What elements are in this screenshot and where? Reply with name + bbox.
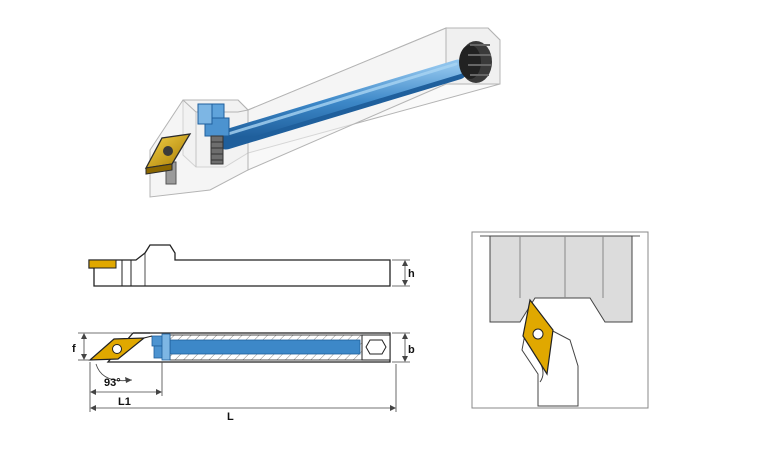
dimension-f-label: f [72, 343, 76, 355]
top-coolant-outlet [151, 333, 171, 361]
top-coolant-channel [169, 339, 361, 355]
iso-clamp-screw [165, 135, 224, 185]
detail-view [471, 231, 649, 409]
detail-workpiece [489, 235, 633, 323]
side-body [88, 244, 391, 287]
dimension-h-label: h [408, 268, 415, 280]
dimension-angle-label: 93° [104, 377, 121, 389]
dimension-l1-label: L1 [118, 396, 131, 408]
side-view: h [88, 244, 415, 287]
side-insert [88, 259, 117, 269]
iso-coolant-outlet [197, 103, 230, 137]
iso-end-plug [459, 41, 492, 83]
detail-insert [522, 298, 554, 376]
top-view: b f 93° L1 L [72, 332, 415, 423]
dimension-b-label: b [408, 344, 415, 356]
dimension-l-label: L [227, 411, 234, 423]
iso-view [144, 27, 501, 198]
iso-insert [144, 133, 192, 175]
